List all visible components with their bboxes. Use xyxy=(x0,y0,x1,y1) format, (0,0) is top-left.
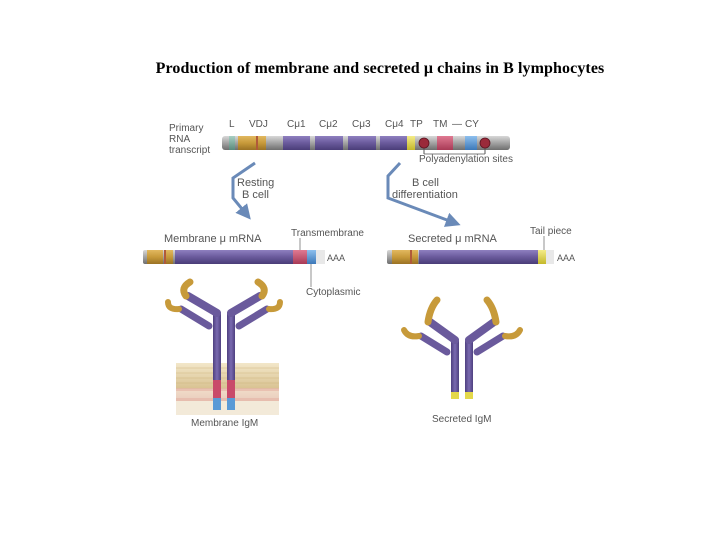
tail-piece-label: Tail piece xyxy=(530,226,572,237)
primary-label-line-2: RNA xyxy=(169,134,190,145)
segment-label-cmu4: Cμ4 xyxy=(385,119,404,130)
exon-leader xyxy=(229,136,235,150)
segment-label-cmu2: Cμ2 xyxy=(319,119,338,130)
secreted-mrna-constant xyxy=(419,250,538,264)
membrane-mrna-vdj-2 xyxy=(166,250,173,264)
secreted-var-light-left xyxy=(401,327,422,340)
polya-site-1 xyxy=(418,137,430,149)
segment-label-vdj: VDJ xyxy=(249,119,268,130)
membrane-mrna-vdj xyxy=(147,250,163,264)
segment-label-l: L xyxy=(229,119,235,130)
exon-cmu2 xyxy=(315,136,343,150)
membrane-cy-right xyxy=(227,398,235,410)
membrane-var-light-left xyxy=(165,299,182,313)
secreted-mrna-polya: AAA xyxy=(557,253,575,263)
secreted-light-left xyxy=(417,332,451,356)
secreted-mrna-vdj-junction xyxy=(410,250,412,264)
membrane-var-right xyxy=(254,278,268,300)
secreted-tail-left xyxy=(451,392,459,399)
secreted-mrna-vdj-2 xyxy=(412,250,418,264)
membrane-tm-right xyxy=(227,380,235,398)
exon-vdj-junction xyxy=(256,136,258,150)
exon-cmu3 xyxy=(348,136,376,150)
secreted-fab-left xyxy=(426,318,459,344)
resting-label-line-2: B cell xyxy=(242,189,269,201)
secreted-light-right xyxy=(473,332,507,356)
membrane-var-light-right xyxy=(266,299,283,313)
exon-tail-piece xyxy=(407,136,415,150)
membrane-igm: Membrane IgM xyxy=(165,278,283,429)
resting-arrow xyxy=(231,161,256,220)
membrane-mrna-utr xyxy=(316,250,325,264)
segment-label-cy: CY xyxy=(465,119,479,130)
cytoplasmic-label: Cytoplasmic xyxy=(306,287,360,298)
secreted-mrna: Secreted μ mRNA Tail piece AAA xyxy=(387,226,575,264)
membrane-var-left xyxy=(180,278,194,300)
membrane-tm-left xyxy=(213,380,221,398)
slide-title: Production of membrane and secreted μ ch… xyxy=(155,60,605,77)
exon-transmembrane xyxy=(437,136,453,150)
membrane-mrna-constant xyxy=(175,250,293,264)
exon-cmu1 xyxy=(283,136,310,150)
secreted-heavy-chain-right xyxy=(465,337,473,399)
secreted-var-left xyxy=(424,296,441,326)
membrane-light-left xyxy=(177,305,213,330)
exon-cmu4 xyxy=(380,136,407,150)
secreted-mrna-label: Secreted μ mRNA xyxy=(408,233,498,245)
secreted-mrna-tail-piece xyxy=(538,250,546,264)
secreted-igm-caption: Secreted IgM xyxy=(432,414,491,425)
membrane-mrna-polya: AAA xyxy=(327,253,345,263)
membrane-mrna-transmembrane xyxy=(293,250,307,264)
membrane-mrna: Membrane μ mRNA Transmembrane AAA Cytopl… xyxy=(143,228,364,298)
primary-label-line-1: Primary xyxy=(169,123,203,134)
secreted-mrna-utr xyxy=(546,250,554,264)
secreted-mrna-vdj xyxy=(392,250,410,264)
differentiation-label-line-1: B cell xyxy=(412,177,439,189)
segment-label-cmu3: Cμ3 xyxy=(352,119,371,130)
membrane-igm-caption: Membrane IgM xyxy=(191,418,258,429)
transmembrane-label: Transmembrane xyxy=(291,228,364,239)
segment-label-dash: — xyxy=(452,119,462,130)
resting-label-line-1: Resting xyxy=(237,177,274,189)
membrane-mrna-vdj-junction xyxy=(164,250,166,264)
primary-rna-transcript: Primary RNA transcript L VDJ Cμ1 Cμ2 Cμ3… xyxy=(169,119,513,165)
membrane-mrna-label: Membrane μ mRNA xyxy=(164,233,262,245)
membrane-cy-left xyxy=(213,398,221,410)
polya-site-2 xyxy=(479,137,491,149)
exon-vdj-2 xyxy=(258,136,266,150)
membrane-light-right xyxy=(235,305,271,330)
segment-label-cmu1: Cμ1 xyxy=(287,119,306,130)
secreted-tail-right xyxy=(465,392,473,399)
secreted-heavy-chain-left xyxy=(451,337,459,399)
membrane-fab-right xyxy=(227,292,264,317)
segment-label-tm: TM xyxy=(433,119,447,130)
membrane-fab-left xyxy=(184,292,221,317)
polyadenylation-sites-label: Polyadenylation sites xyxy=(419,154,513,165)
secreted-igm: Secreted IgM xyxy=(401,296,523,425)
differentiation-arrow xyxy=(386,161,461,227)
secreted-fab-right xyxy=(465,318,498,344)
secreted-var-light-right xyxy=(502,327,523,340)
exon-cytoplasmic xyxy=(465,136,477,150)
exon-vdj-1 xyxy=(238,136,256,150)
primary-label-line-3: transcript xyxy=(169,145,210,156)
segment-label-tp: TP xyxy=(410,119,423,130)
membrane-mrna-cytoplasmic xyxy=(307,250,316,264)
differentiation-label-line-2: differentiation xyxy=(392,189,458,201)
pathway-arrows: Resting B cell B cell differentiation xyxy=(231,161,461,227)
secreted-var-right xyxy=(483,296,500,326)
